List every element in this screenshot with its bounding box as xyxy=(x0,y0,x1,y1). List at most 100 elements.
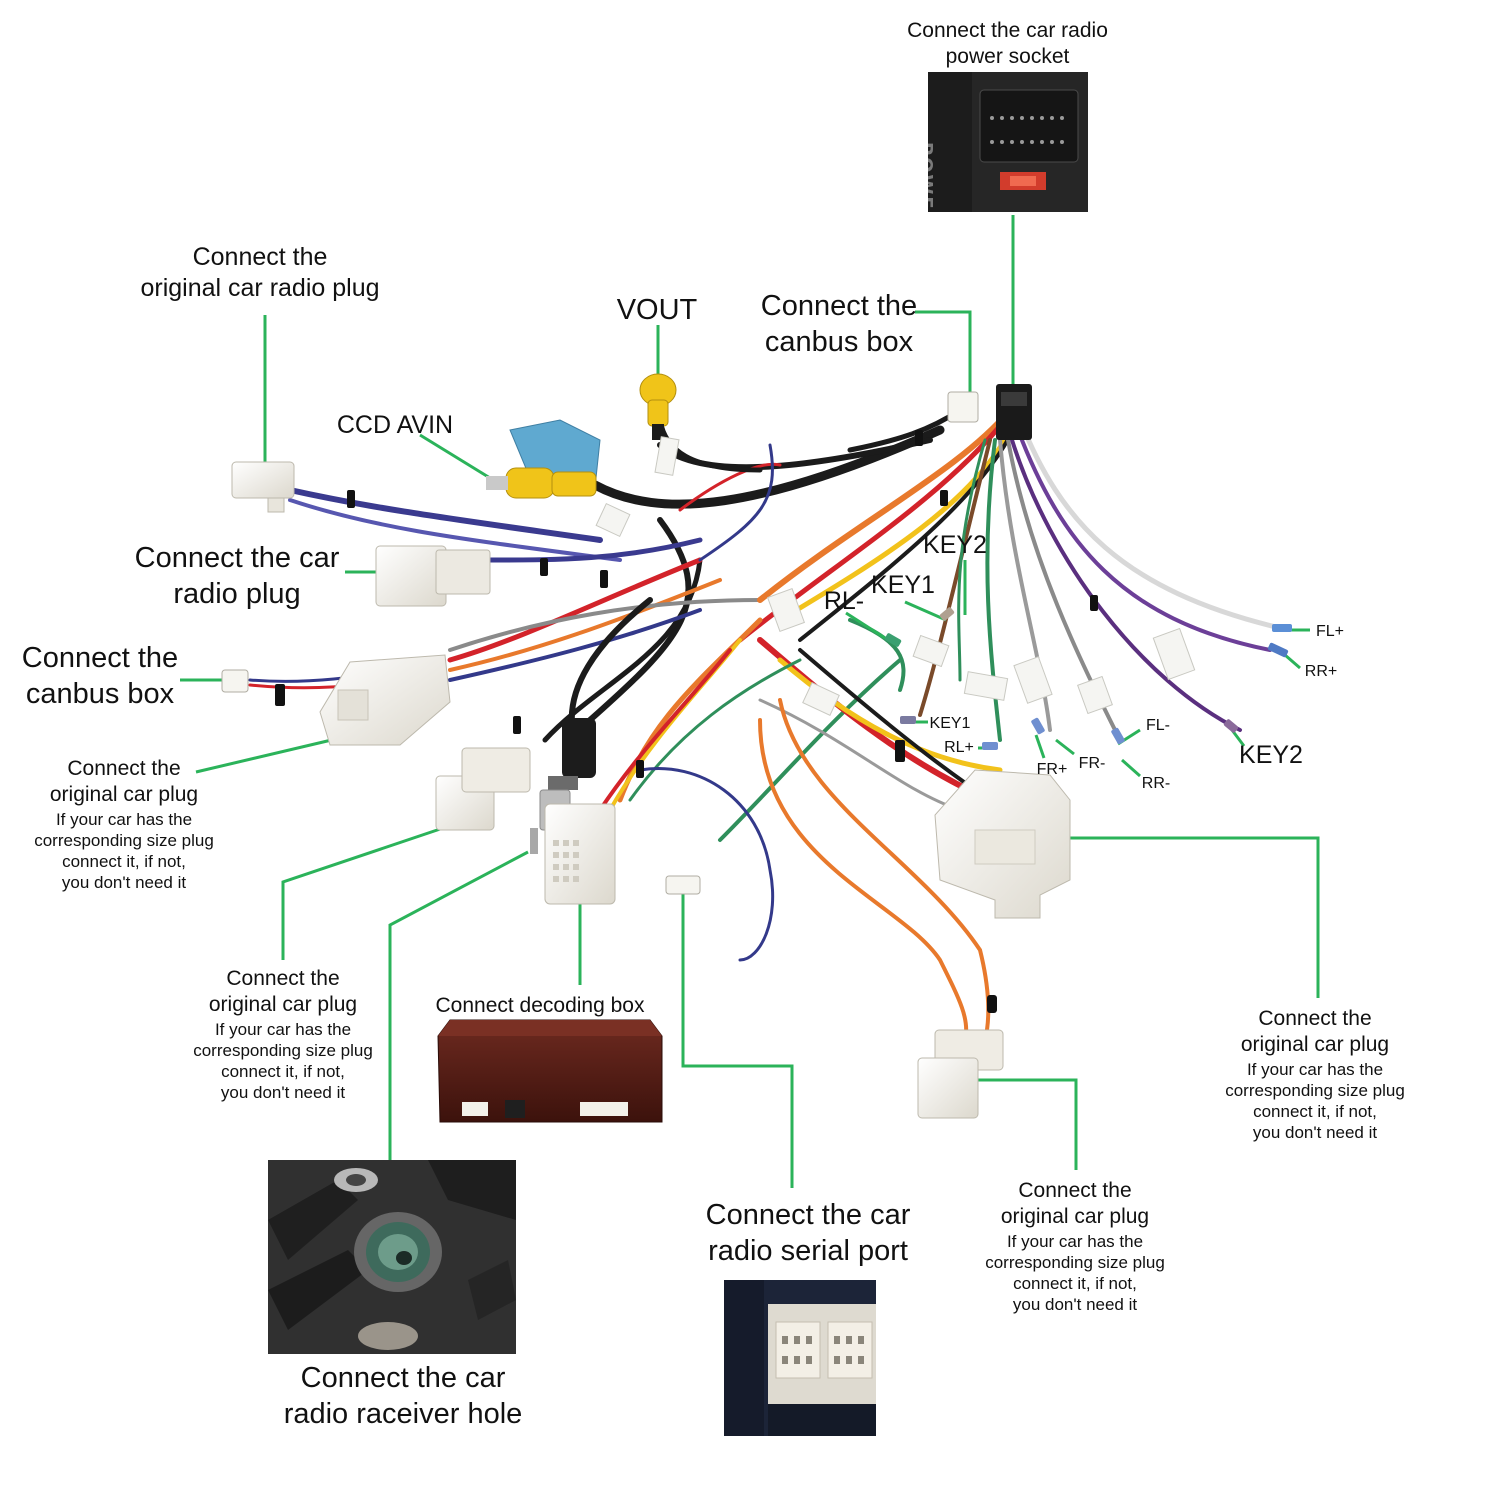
tag-key1-small: KEY1 xyxy=(926,714,974,734)
plug-car-radio xyxy=(375,545,491,607)
tag-fl-minus: FL- xyxy=(1140,716,1176,736)
plug-canbus-left xyxy=(221,669,249,693)
label-line: Connect the xyxy=(226,967,340,990)
label-note: you don't need it xyxy=(1012,1295,1138,1315)
wire-red xyxy=(447,557,703,663)
label-line: CCD AVIN xyxy=(336,411,454,439)
wire-paper-labels xyxy=(595,436,1196,716)
label-line: original car plug xyxy=(1240,1033,1390,1057)
wire-tag-text: KEY2 xyxy=(923,531,987,559)
leader-rl-minus xyxy=(845,611,889,642)
wire-green xyxy=(718,658,902,842)
label-line: Connect the xyxy=(1258,1007,1372,1030)
wire-brown xyxy=(918,438,992,717)
label-line: radio raceiver hole xyxy=(283,1398,523,1431)
wire-green xyxy=(957,438,987,682)
cable-ties xyxy=(275,430,1098,1013)
label-line: VOUT xyxy=(616,294,698,326)
wire-red xyxy=(598,648,732,812)
tag-fr-minus: FR- xyxy=(1072,754,1112,774)
wire-tag-text: RR- xyxy=(1141,775,1171,792)
wire-tag-text: KEY2 xyxy=(1239,741,1303,769)
plug-power-harness xyxy=(996,384,1032,440)
label-vout: VOUT xyxy=(612,292,702,328)
label-line: original car plug xyxy=(208,993,358,1017)
wire-yellow xyxy=(608,638,742,812)
wire-tag-text: RL+ xyxy=(944,739,974,756)
plug-decoding xyxy=(544,803,616,905)
label-line: Connect the xyxy=(21,642,179,674)
wire-grey xyxy=(998,438,1052,732)
label-line: power socket xyxy=(945,45,1070,69)
label-line: Connect the xyxy=(192,243,328,271)
label-line: radio serial port xyxy=(708,1235,908,1268)
leader-ccd-avin xyxy=(419,433,491,480)
wire-yellow xyxy=(777,417,1018,623)
label-note: If your car has the xyxy=(214,1019,352,1039)
label-receiver-hole: Connect the car radio raceiver hole xyxy=(254,1360,552,1433)
leader-key1-top xyxy=(904,600,947,622)
plug-serial xyxy=(665,875,701,895)
label-note: corresponding size plug xyxy=(193,1040,373,1060)
label-note: corresponding size plug xyxy=(1225,1080,1405,1100)
wire-blue xyxy=(288,498,622,562)
wire-purple xyxy=(1016,428,1272,652)
label-note: corresponding size plug xyxy=(34,830,214,850)
label-line: original car plug xyxy=(1000,1205,1150,1229)
wire-blue xyxy=(287,487,603,543)
tag-key2-top: KEY2 xyxy=(920,530,990,561)
wire-blue xyxy=(638,767,775,962)
label-note: If your car has the xyxy=(1246,1059,1384,1079)
wire-orange xyxy=(448,578,722,672)
plug-orig-left xyxy=(319,654,451,746)
wire-black xyxy=(590,425,945,509)
label-note: connect it, if not, xyxy=(62,852,186,871)
receiver-hole-photo xyxy=(268,1160,516,1354)
leader-bottom-plug xyxy=(967,1078,1078,1170)
label-canbus-left: Connect the canbus box xyxy=(18,640,182,713)
label-canbus-top: Connect the canbus box xyxy=(754,288,924,361)
leader-receiver xyxy=(388,850,529,1160)
label-ccd-avin: CCD AVIN xyxy=(330,410,460,441)
label-line: original car plug xyxy=(49,783,199,807)
wire-yellow xyxy=(777,657,1003,773)
label-note: you don't need it xyxy=(1252,1123,1378,1143)
label-note: If your car has the xyxy=(55,809,193,829)
tag-rr-plus: RR+ xyxy=(1298,662,1344,682)
wire-tag-text: RR+ xyxy=(1304,663,1338,680)
wire-blue xyxy=(698,443,774,562)
plug-orig-bottom xyxy=(917,1029,1004,1119)
wire-tag-text: FL+ xyxy=(1315,623,1344,640)
label-note: you don't need it xyxy=(220,1083,346,1103)
wire-tag-text: FR+ xyxy=(1036,761,1068,778)
label-line: Connect decoding box xyxy=(435,994,645,1017)
wire-purple xyxy=(1010,438,1242,732)
tag-key1-top: KEY1 xyxy=(868,570,938,601)
wire-tag-text: KEY1 xyxy=(929,715,971,732)
tag-rl-plus: RL+ xyxy=(938,738,980,758)
wire-orange xyxy=(758,718,969,1042)
label-power-socket: Connect the car radio power socket xyxy=(890,18,1125,71)
plug-orig-radio xyxy=(231,461,295,513)
wire-grey xyxy=(758,698,962,812)
label-line: canbus box xyxy=(764,326,914,359)
leader-rr-plus xyxy=(1284,653,1301,670)
wire-green xyxy=(628,658,802,802)
leader-right-plug xyxy=(997,836,1320,998)
label-orig-plug-bottom: Connect the original car plug If your ca… xyxy=(970,1178,1180,1316)
leader-rr-minus xyxy=(1121,758,1141,778)
wire-grey xyxy=(448,598,762,652)
leader-fr-minus xyxy=(1055,738,1075,756)
leader-orig-plug-mid xyxy=(281,821,459,960)
label-orig-plug-right: Connect the original car plug If your ca… xyxy=(1208,1006,1422,1144)
power-socket-photo: POWER xyxy=(928,72,1088,212)
label-note: connect it, if not, xyxy=(1013,1274,1137,1293)
wire-blue xyxy=(487,537,703,563)
tag-rl-minus: RL- xyxy=(816,586,872,617)
wire-orange xyxy=(757,407,1013,603)
label-line: original car radio plug xyxy=(140,274,380,303)
wire-tag-text: RL- xyxy=(823,587,865,615)
label-line: Connect the car xyxy=(300,1362,506,1394)
